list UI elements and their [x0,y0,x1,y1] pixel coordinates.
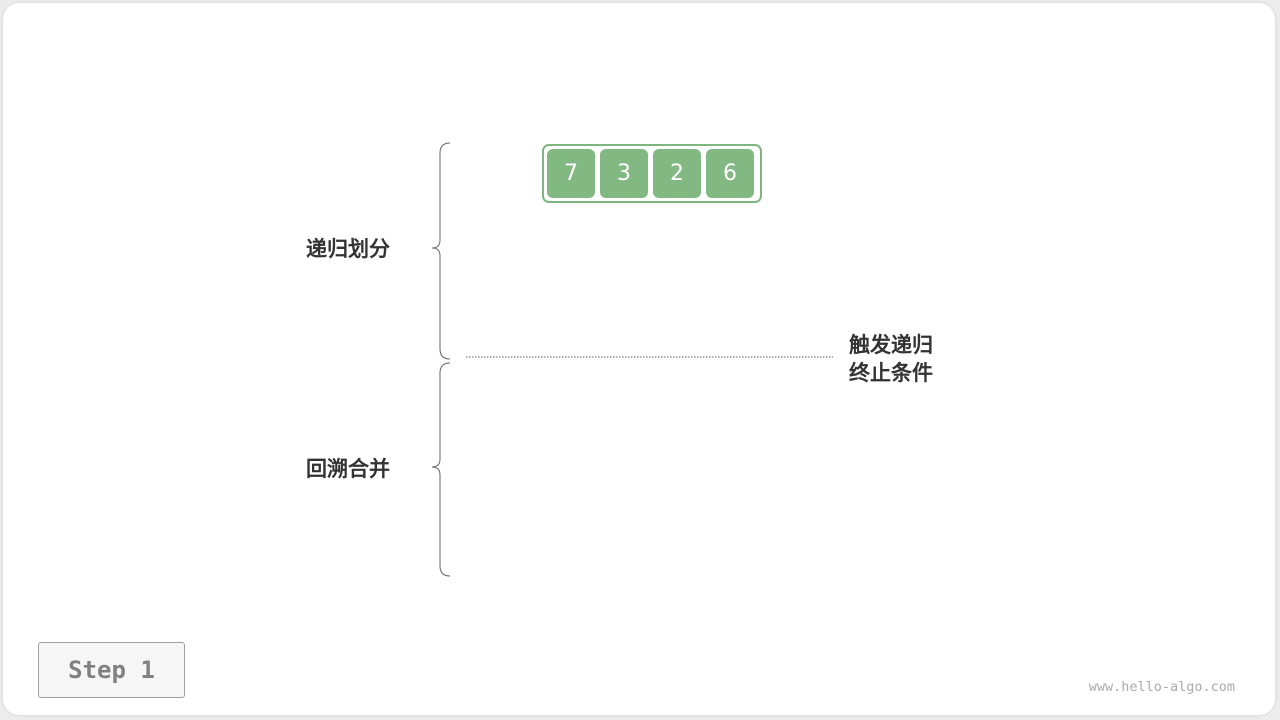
array-cell: 6 [706,149,754,198]
diagram-card: 递归划分 回溯合并 7 3 2 6 触发递归 终止条件 Step 1 www.h… [3,3,1275,715]
step-indicator: Step 1 [38,642,185,698]
condition-line-2: 终止条件 [849,361,933,385]
divide-brace [431,142,451,360]
array-cell: 7 [547,149,595,198]
merge-brace [431,362,451,577]
array-cell: 3 [600,149,648,198]
brace-diagram [431,142,833,577]
array-cell: 2 [653,149,701,198]
condition-line-1: 触发递归 [849,333,933,357]
divide-label: 递归划分 [306,237,390,261]
array-frame: 7 3 2 6 [542,144,762,203]
merge-label: 回溯合并 [306,457,390,481]
termination-condition-label: 触发递归 终止条件 [849,331,933,387]
watermark: www.hello-algo.com [1088,679,1235,695]
